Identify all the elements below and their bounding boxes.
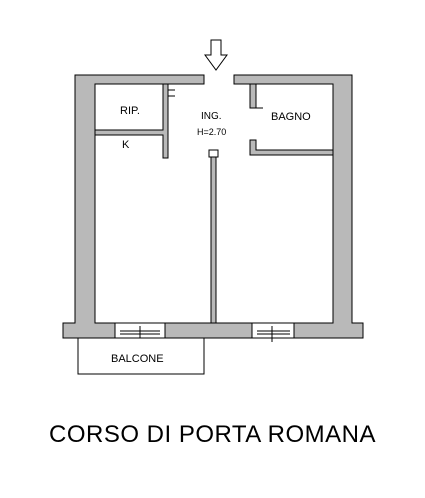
entrance-arrow-icon	[204, 39, 228, 71]
balcony-label: BALCONE	[111, 353, 164, 365]
central-wall-cap	[208, 149, 219, 158]
kitchen-label: K	[122, 139, 130, 151]
bathroom-wall	[249, 83, 257, 109]
window-right	[251, 322, 295, 342]
bathroom-wall-lower	[249, 139, 334, 156]
bottom-wall-middle	[164, 322, 253, 339]
street-name: CORSO DI PORTA ROMANA	[49, 421, 376, 448]
storage-label: RIP.	[120, 105, 140, 117]
bathroom-label: BAGNO	[271, 111, 311, 123]
central-wall	[210, 155, 217, 324]
balcony-outline	[77, 337, 205, 375]
ceiling-height-label: H=2.70	[197, 127, 226, 137]
storage-wall	[94, 83, 169, 159]
entrance-label: ING.	[201, 111, 222, 122]
